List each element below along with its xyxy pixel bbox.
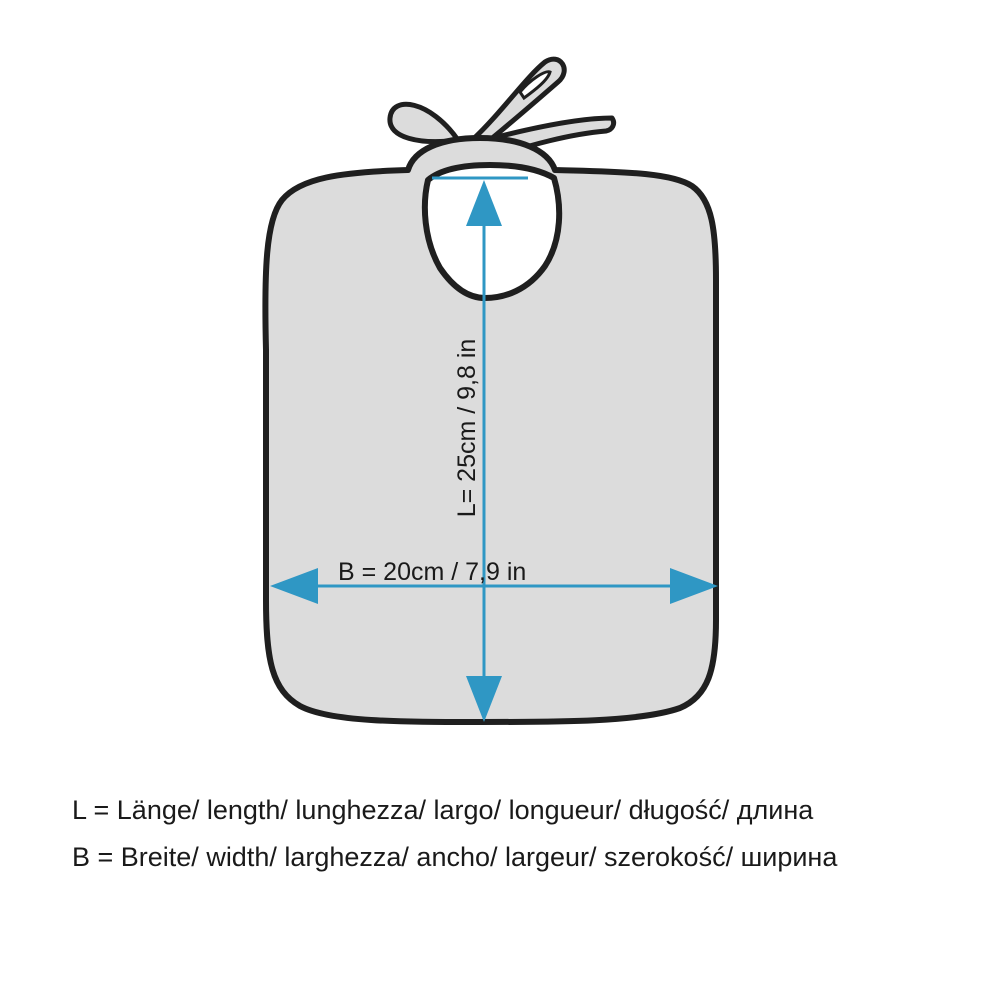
length-dimension-label: L= 25cm / 9,8 in <box>453 339 481 518</box>
length-arrow-head-bottom <box>466 676 502 722</box>
width-dimension-label: B = 20cm / 7,9 in <box>338 558 526 586</box>
tie-loop-left <box>387 101 461 145</box>
tie-loop-right-hole <box>518 70 552 101</box>
width-arrow-head-right <box>670 568 718 604</box>
legend-length-translations: L = Länge/ length/ lunghezza/ largo/ lon… <box>72 795 814 825</box>
width-arrow-head-left <box>270 568 318 604</box>
length-arrow-head-top <box>466 180 502 226</box>
legend-width-translations: B = Breite/ width/ larghezza/ ancho/ lar… <box>72 842 838 872</box>
bib-body <box>262 135 719 725</box>
